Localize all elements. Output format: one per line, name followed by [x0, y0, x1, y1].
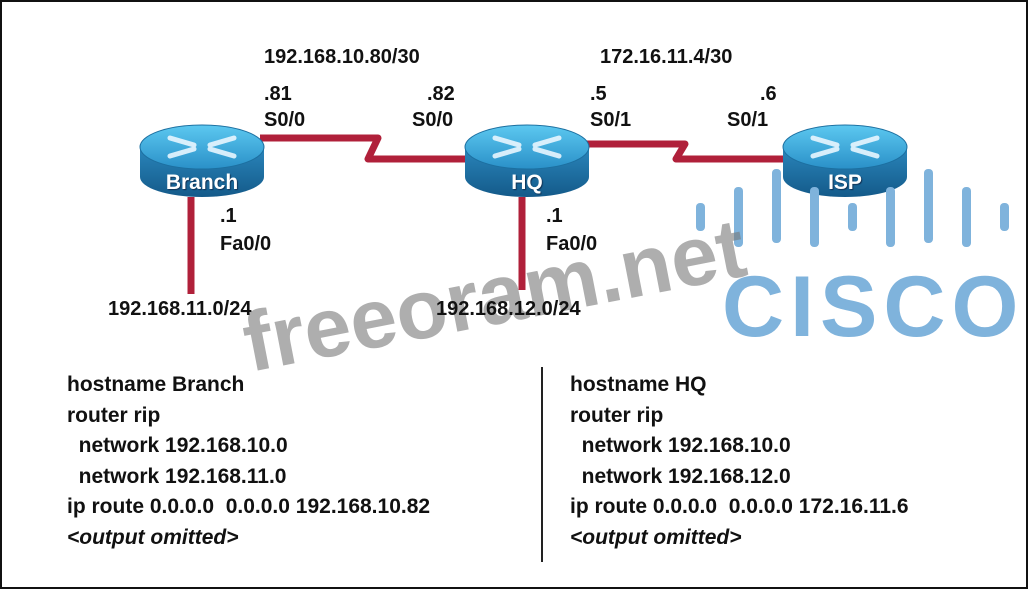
cisco-logo-bar: [734, 187, 743, 247]
router-icon-branch: [139, 124, 265, 197]
config-line: router rip: [67, 403, 161, 427]
config-line: network 192.168.12.0: [570, 464, 791, 488]
branch-lan-network: 192.168.11.0/24: [108, 298, 252, 320]
cisco-logo-bar: [810, 187, 819, 247]
config-line: network 192.168.10.0: [570, 434, 791, 457]
config-line: <output omitted>: [67, 525, 239, 549]
config-line: network 192.168.11.0: [67, 464, 287, 488]
router-icon-isp: [782, 124, 908, 197]
router-icon-hq: [464, 124, 590, 197]
hq-lan-if: Fa0/0: [546, 233, 598, 255]
hq-lan-network: 192.168.12.0/24: [436, 298, 581, 320]
serial-link-branch-hq: [260, 134, 472, 163]
config-line: ip route 0.0.0.0 0.0.0.0 172.16.11.6: [570, 495, 909, 518]
config-line: <output omitted>: [570, 525, 742, 549]
router-label-hq: HQ: [511, 171, 543, 194]
isp-serial-if: S0/1: [727, 109, 769, 131]
cisco-logo-bar: [962, 187, 971, 247]
router-label-branch: Branch: [165, 171, 239, 194]
network-label-branch-hq: 192.168.10.80/30: [264, 46, 420, 68]
watermark-lettering: freeoram.net: [235, 200, 752, 389]
watermark-picture: freeoram.net: [235, 200, 752, 389]
cisco-logo-bar: [696, 203, 705, 231]
network-label-hq-isp: 172.16.11.4/30: [600, 46, 733, 68]
cisco-logo-bar: [1000, 203, 1009, 231]
cisco-logo-bar: [772, 169, 781, 243]
config-line: hostname Branch: [67, 373, 245, 396]
cisco-logo-bar: [886, 187, 895, 247]
branch-serial-if: S0/0: [264, 109, 306, 131]
branch-lan-ip: .1: [220, 205, 237, 227]
cisco-logo-bars: [696, 169, 1009, 247]
hq-serial1-if: S0/1: [590, 109, 632, 131]
cisco-logo-text: CISCO: [722, 259, 1025, 355]
cisco-logo-bar: [848, 203, 857, 231]
config-line: network 192.168.10.0: [67, 434, 288, 457]
config-line: hostname HQ: [570, 373, 707, 396]
hq-lan-ip: .1: [546, 205, 563, 227]
branch-lan-if: Fa0/0: [220, 233, 272, 255]
serial-link-hq-isp: [584, 140, 787, 163]
config-line: router rip: [570, 403, 664, 427]
branch-config: hostname Branch router rip network 192.16…: [67, 370, 430, 553]
branch-serial-ip: .81: [264, 83, 292, 105]
hq-serial0-ip: .82: [427, 83, 455, 105]
hq-serial0-if: S0/0: [412, 109, 454, 131]
hq-serial1-ip: .5: [590, 83, 607, 105]
isp-serial-ip: .6: [760, 83, 777, 105]
cisco-logo-bar: [924, 169, 933, 243]
config-line: ip route 0.0.0.0 0.0.0.0 192.168.10.82: [67, 495, 431, 518]
hq-config: hostname HQ router rip network 192.168.10…: [570, 370, 909, 553]
router-label-isp: ISP: [828, 171, 862, 194]
